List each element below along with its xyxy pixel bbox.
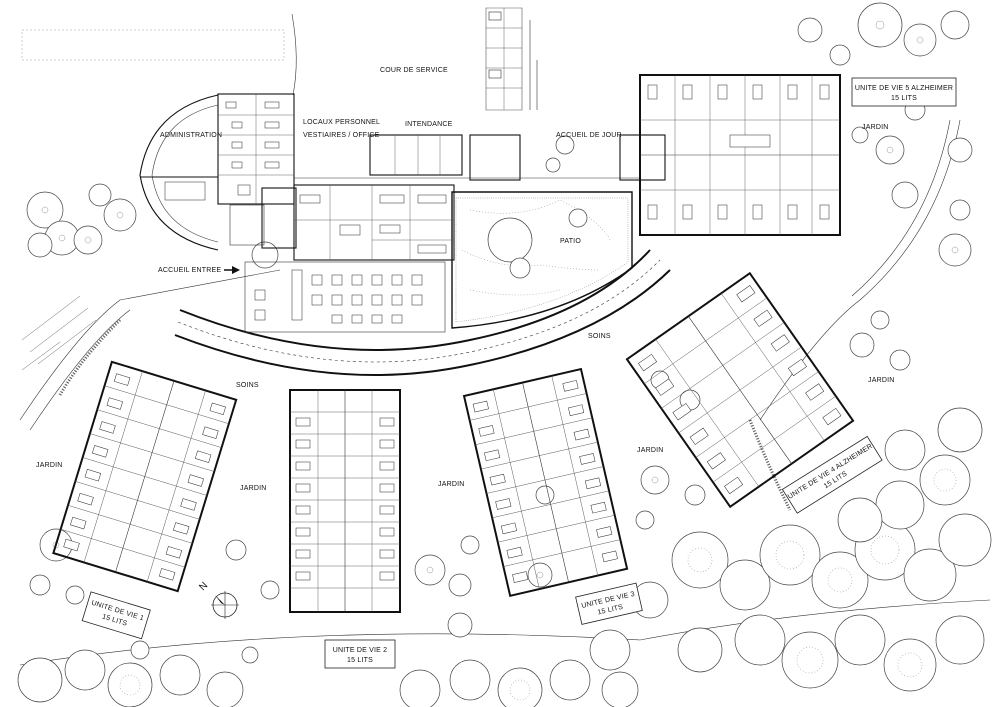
label-jardin-5: JARDIN <box>868 377 894 384</box>
unit-4-wing <box>625 271 855 509</box>
unit-title-1: UNITE DE VIE 1 15 LITS <box>81 591 151 640</box>
service-block <box>293 134 640 261</box>
unit-title-3: UNITE DE VIE 3 15 LITS <box>575 582 643 625</box>
label-jardin-3: JARDIN <box>438 481 464 488</box>
compass-north-label: N <box>197 580 210 593</box>
label-intendance: INTENDANCE <box>405 121 453 128</box>
main-corridor <box>174 249 671 376</box>
unit-1-wing <box>52 360 238 593</box>
room-labels: COUR DE SERVICE LOCAUX PERSONNEL VESTIAI… <box>36 67 894 492</box>
unit-2-wing <box>289 389 401 613</box>
unit-3-wing <box>462 367 629 598</box>
label-soins-1: SOINS <box>236 382 259 389</box>
label-vestiaires-office: VESTIAIRES / OFFICE <box>303 132 380 139</box>
label-jardin-1: JARDIN <box>36 462 62 469</box>
label-jardin-2: JARDIN <box>240 485 266 492</box>
label-soins-2: SOINS <box>588 333 611 340</box>
dining-room <box>244 261 446 333</box>
svg-text:UNITE DE VIE 5 ALZHEIMER: UNITE DE VIE 5 ALZHEIMER <box>855 85 953 92</box>
unit-title-5: UNITE DE VIE 5 ALZHEIMER 15 LITS <box>851 77 957 107</box>
unit-5-wing <box>619 74 841 236</box>
svg-text:15 LITS: 15 LITS <box>347 657 373 664</box>
label-locaux-personnel: LOCAUX PERSONNEL <box>303 119 380 126</box>
entrance-arrow-icon <box>224 266 240 274</box>
woodland <box>17 407 992 707</box>
label-jardin-6: JARDIN <box>862 124 888 131</box>
svg-text:UNITE DE VIE 2: UNITE DE VIE 2 <box>333 647 388 654</box>
label-cour-service: COUR DE SERVICE <box>380 67 448 74</box>
label-accueil-entree: ACCUEIL ENTREE <box>158 267 221 274</box>
label-jardin-4: JARDIN <box>637 447 663 454</box>
trees <box>17 2 992 707</box>
patio <box>451 191 633 329</box>
unit-title-2: UNITE DE VIE 2 15 LITS <box>324 639 396 669</box>
label-accueil-jour: ACCUEIL DE JOUR <box>556 132 622 139</box>
label-patio: PATIO <box>560 238 581 245</box>
administration-wing <box>139 93 297 251</box>
svg-text:15 LITS: 15 LITS <box>891 95 917 102</box>
label-administration: ADMINISTRATION <box>160 132 222 139</box>
compass-icon: N <box>197 580 239 619</box>
parking-lot <box>485 7 523 111</box>
